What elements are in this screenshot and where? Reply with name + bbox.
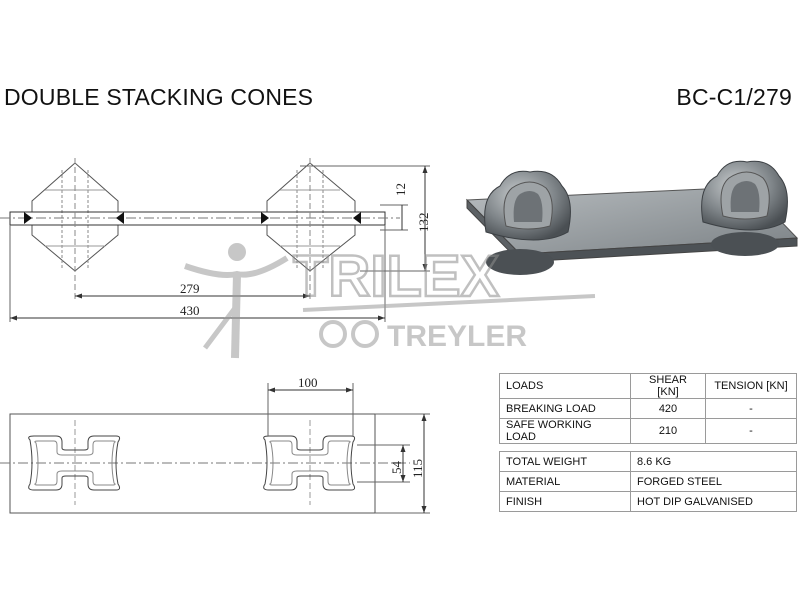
plate-wedges <box>24 212 361 224</box>
spec-label: TOTAL WEIGHT <box>499 451 631 472</box>
table-row: BREAKING LOAD 420 - <box>499 398 797 419</box>
watermark-logo: TRILEX TREYLER <box>184 243 596 359</box>
dim-gap-height: 12 <box>393 183 408 196</box>
dim-bottom-slot-width: 100 <box>298 375 318 390</box>
dim-overall-length: 430 <box>180 303 200 318</box>
load-name: BREAKING LOAD <box>499 398 631 419</box>
document-title: DOUBLE STACKING CONES <box>4 84 314 110</box>
spec-value: FORGED STEEL <box>630 471 797 492</box>
product-code: BC-C1/279 <box>676 84 792 110</box>
tension-value: - <box>705 398 797 419</box>
loads-table: LOADS SHEAR [KN] TENSION [KN] BREAKING L… <box>499 373 797 444</box>
side-view <box>0 158 430 322</box>
header-tension: TENSION [KN] <box>705 373 797 399</box>
dim-plate-width: 115 <box>410 459 425 478</box>
table-row: FINISH HOT DIP GALVANISED <box>499 491 797 512</box>
watermark-brand: TRILEX <box>293 244 500 309</box>
header-shear: SHEAR [KN] <box>630 373 706 399</box>
load-name: SAFE WORKING LOAD <box>499 418 631 444</box>
tension-value: - <box>705 418 797 444</box>
dim-total-height: 132 <box>416 213 431 233</box>
watermark-wheels-icon <box>302 294 596 348</box>
dim-slot-width: 54 <box>389 461 404 475</box>
spec-label: FINISH <box>499 491 631 512</box>
spec-value: HOT DIP GALVANISED <box>630 491 797 512</box>
spec-table: TOTAL WEIGHT 8.6 KG MATERIAL FORGED STEE… <box>499 451 797 512</box>
table-row: MATERIAL FORGED STEEL <box>499 471 797 492</box>
dim-cone-spacing: 279 <box>180 281 200 296</box>
product-render <box>465 160 799 275</box>
spec-label: MATERIAL <box>499 471 631 492</box>
shear-value: 210 <box>630 418 706 444</box>
table-row: SAFE WORKING LOAD 210 - <box>499 418 797 444</box>
header-loads: LOADS <box>499 373 631 399</box>
left-slot-outline <box>28 435 121 491</box>
spec-value: 8.6 KG <box>630 451 797 472</box>
top-view <box>0 383 430 514</box>
loads-header-row: LOADS SHEAR [KN] TENSION [KN] <box>499 373 797 399</box>
table-row: TOTAL WEIGHT 8.6 KG <box>499 451 797 472</box>
shear-value: 420 <box>630 398 706 419</box>
watermark-sub: TREYLER <box>387 320 527 353</box>
right-slot-outline <box>263 435 356 491</box>
